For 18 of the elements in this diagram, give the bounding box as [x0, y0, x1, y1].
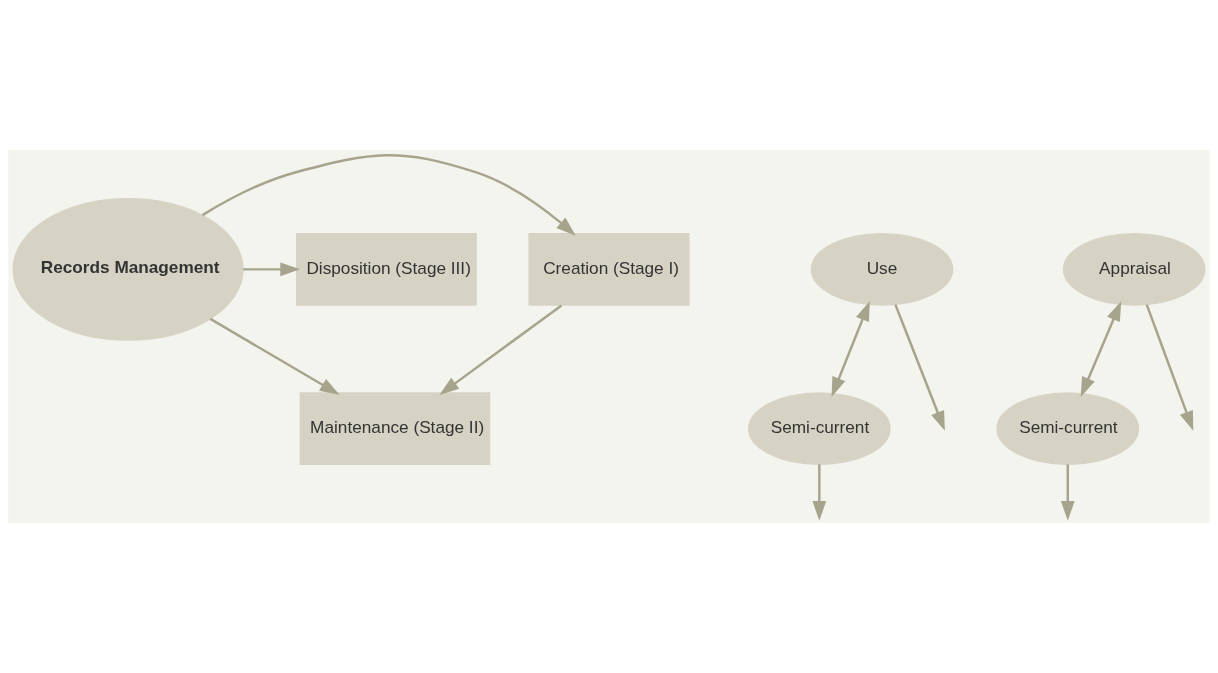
arrow	[831, 301, 870, 397]
arrow	[243, 262, 300, 277]
node-box: Disposition (Stage III)	[296, 233, 477, 306]
arrow	[894, 304, 945, 431]
arrow	[812, 464, 827, 521]
node-box: Maintenance (Stage II)	[299, 392, 491, 465]
node-ellipse: Semi-current	[996, 392, 1140, 465]
node-ellipse: Records Management	[12, 198, 244, 341]
arrow	[1060, 464, 1075, 521]
node-ellipse: Appraisal	[1062, 233, 1206, 306]
node-ellipse: Use	[810, 233, 954, 306]
arrow	[1080, 301, 1122, 397]
node-ellipse: Semi-current	[748, 392, 891, 465]
arrow	[1145, 304, 1194, 431]
arrow	[439, 304, 563, 395]
node-box: Creation (Stage I)	[528, 233, 690, 306]
arrow	[209, 317, 340, 395]
arrow	[201, 153, 576, 236]
